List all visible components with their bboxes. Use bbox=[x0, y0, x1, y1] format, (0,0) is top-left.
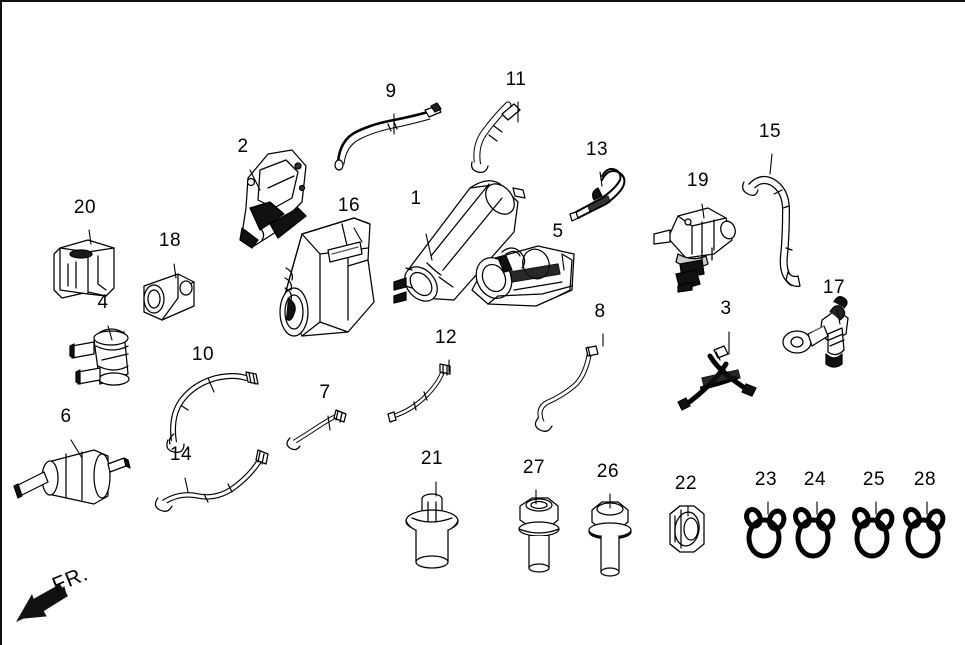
callout-17-fuel-level-sensor: 17 bbox=[822, 277, 846, 298]
part-18-rubber-cushion bbox=[143, 273, 195, 321]
front-direction-arrow bbox=[16, 584, 68, 622]
part-8-breather-hose bbox=[534, 345, 599, 432]
part-9-fuel-feed-pipe bbox=[334, 102, 442, 171]
callout-13-hose-elbow: 13 bbox=[585, 139, 609, 160]
callout-4-check-valve: 4 bbox=[97, 292, 109, 313]
part-24-hose-clamp-b bbox=[793, 507, 835, 556]
callout-5-pump-holder-clamp: 5 bbox=[552, 221, 564, 242]
part-5-pump-holder-clamp bbox=[471, 245, 575, 307]
leader-line-6 bbox=[70, 439, 83, 459]
part-10-fuel-hose-bent bbox=[166, 371, 259, 453]
callout-3-fuel-hose-joint: 3 bbox=[720, 298, 732, 319]
leader-line-18 bbox=[173, 263, 177, 279]
leader-line-10 bbox=[207, 377, 215, 393]
part-3-fuel-hose-joint bbox=[677, 345, 757, 411]
callout-1-fuel-pump: 1 bbox=[410, 188, 422, 209]
callout-26-flange-bolt: 26 bbox=[596, 461, 620, 482]
callout-23-hose-clamp-a: 23 bbox=[754, 469, 778, 490]
callout-12-vapor-hose: 12 bbox=[434, 327, 458, 348]
leader-line-16 bbox=[353, 227, 363, 243]
part-21-push-rivet bbox=[405, 493, 459, 569]
leader-line-2 bbox=[249, 169, 261, 191]
part-23-hose-clamp-a bbox=[744, 507, 786, 556]
callout-20-protector-bracket: 20 bbox=[73, 197, 97, 218]
leader-line-20 bbox=[88, 229, 92, 245]
leader-line-1 bbox=[425, 233, 433, 261]
part-26-flange-bolt bbox=[588, 501, 632, 577]
callout-16-pump-cover-canister: 16 bbox=[337, 195, 361, 216]
callout-22-flange-lock-nut: 22 bbox=[674, 473, 698, 494]
leader-line-5 bbox=[561, 253, 565, 271]
leader-line-19 bbox=[701, 203, 705, 219]
leader-line-7 bbox=[327, 415, 331, 431]
callout-19-pressure-regulator: 19 bbox=[686, 170, 710, 191]
part-22-flange-lock-nut bbox=[669, 505, 705, 553]
callout-6-fuel-filter: 6 bbox=[60, 406, 72, 427]
callout-25-hose-clamp-c: 25 bbox=[862, 469, 886, 490]
callout-11-filler-hose: 11 bbox=[505, 69, 527, 90]
part-15-filler-neck-hose bbox=[742, 176, 801, 287]
callout-21-push-rivet: 21 bbox=[420, 448, 444, 469]
part-16-pump-cover-canister bbox=[279, 217, 375, 337]
part-25-hose-clamp-c bbox=[852, 507, 894, 556]
part-17-fuel-level-sensor bbox=[782, 296, 849, 368]
leader-line-17 bbox=[836, 309, 841, 325]
part-7-fuel-hose-short bbox=[286, 409, 347, 451]
part-27-flange-nut bbox=[518, 497, 560, 573]
part-11-filler-hose bbox=[471, 101, 521, 173]
callout-14-fuel-return-hose: 14 bbox=[169, 444, 193, 465]
leader-line-15 bbox=[769, 153, 773, 175]
callout-15-filler-neck-hose: 15 bbox=[758, 121, 782, 142]
part-19-pressure-regulator bbox=[653, 207, 736, 293]
part-2-pump-bracket bbox=[239, 149, 307, 249]
part-12-vapor-hose bbox=[387, 363, 451, 423]
callout-28-hose-clamp-d: 28 bbox=[913, 469, 937, 490]
callout-7-fuel-hose-short: 7 bbox=[319, 382, 331, 403]
callout-10-fuel-hose-bent: 10 bbox=[191, 344, 215, 365]
leader-line-14 bbox=[184, 477, 189, 493]
part-20-protector-bracket bbox=[53, 239, 115, 299]
part-1-fuel-pump bbox=[393, 180, 526, 304]
leader-line-13 bbox=[599, 171, 603, 187]
part-6-fuel-filter bbox=[13, 449, 131, 505]
part-28-hose-clamp-d bbox=[903, 507, 945, 556]
callout-9-fuel-feed-pipe: 9 bbox=[385, 81, 397, 102]
callout-27-flange-nut: 27 bbox=[522, 457, 546, 478]
callout-2-pump-bracket: 2 bbox=[237, 136, 249, 157]
callout-24-hose-clamp-b: 24 bbox=[803, 469, 827, 490]
callout-18-rubber-cushion: 18 bbox=[158, 230, 182, 251]
part-4-check-valve bbox=[69, 328, 130, 386]
part-13-hose-elbow bbox=[569, 167, 626, 222]
part-14-fuel-return-hose bbox=[154, 449, 269, 512]
leader-line-4 bbox=[107, 325, 113, 341]
callout-8-breather-hose: 8 bbox=[594, 301, 606, 322]
